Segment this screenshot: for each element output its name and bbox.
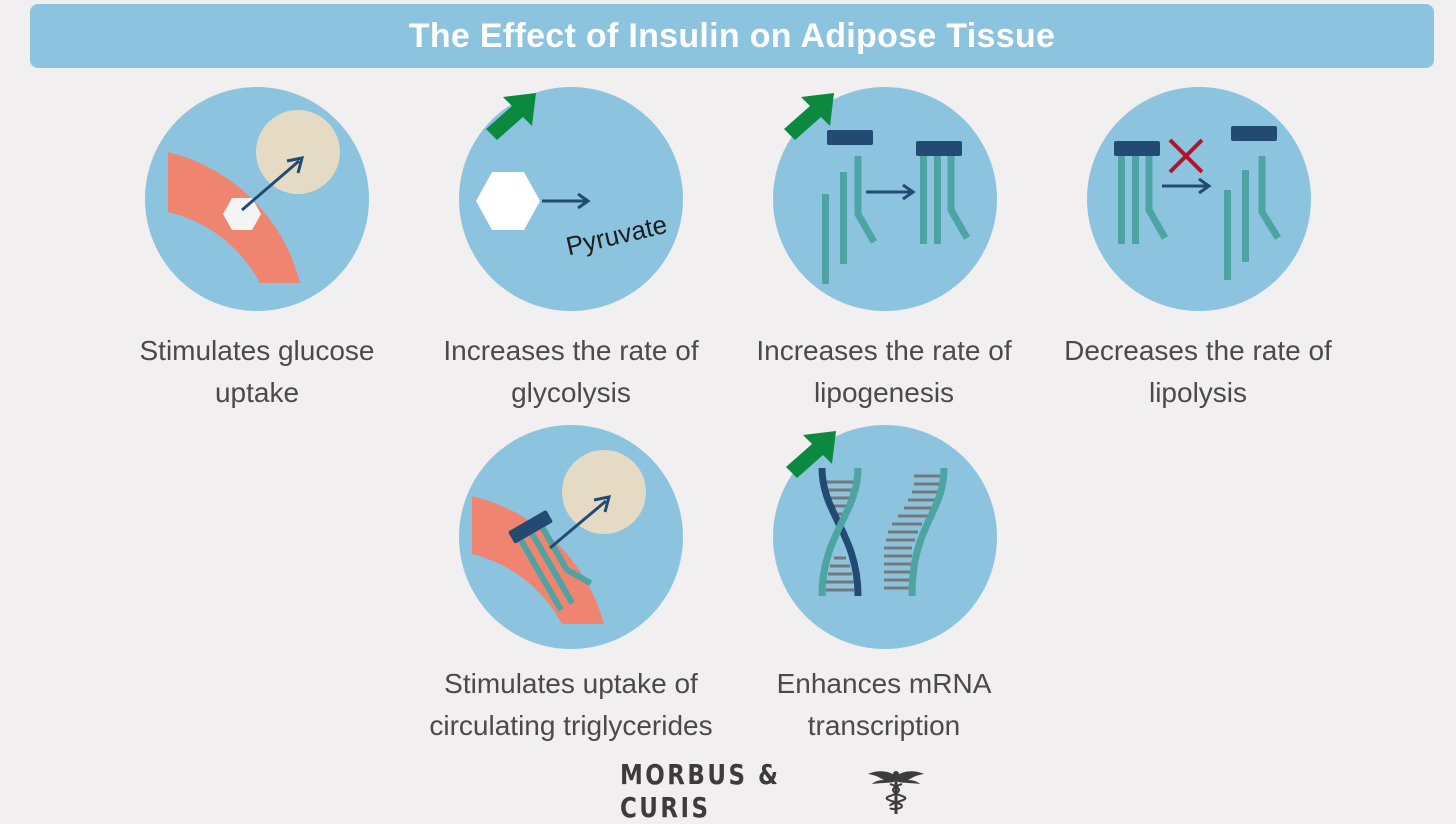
caption-triglyceride-uptake: Stimulates uptake of circulating triglyc… (429, 668, 713, 741)
lipolysis-icon (1086, 86, 1312, 312)
page-title: The Effect of Insulin on Adipose Tissue (408, 16, 1056, 55)
caption-mrna-transcription: Enhances mRNA transcription (776, 668, 992, 741)
caption-lipolysis: Decreases the rate of lipolysis (1064, 335, 1332, 408)
green-up-arrow-icon (786, 431, 836, 478)
lipogenesis-icon (772, 86, 998, 312)
red-x-icon (1168, 138, 1204, 174)
mrna-transcription-icon (772, 424, 998, 650)
brand-footer: MORBUS & CURIS (620, 758, 924, 824)
green-up-arrow-icon (486, 93, 536, 140)
caption-glucose-uptake: Stimulates glucose uptake (139, 335, 375, 408)
glycolysis-icon: Pyruvate (458, 86, 684, 312)
triglyceride-uptake-icon (458, 424, 684, 650)
brand-name: MORBUS & CURIS (620, 758, 781, 824)
caduceus-icon (868, 771, 924, 814)
green-up-arrow-icon (784, 93, 834, 140)
caption-glycolysis: Increases the rate of glycolysis (443, 335, 699, 408)
caption-lipogenesis: Increases the rate of lipogenesis (756, 335, 1012, 408)
title-bar: The Effect of Insulin on Adipose Tissue (30, 4, 1434, 68)
glucose-uptake-icon (144, 86, 370, 312)
